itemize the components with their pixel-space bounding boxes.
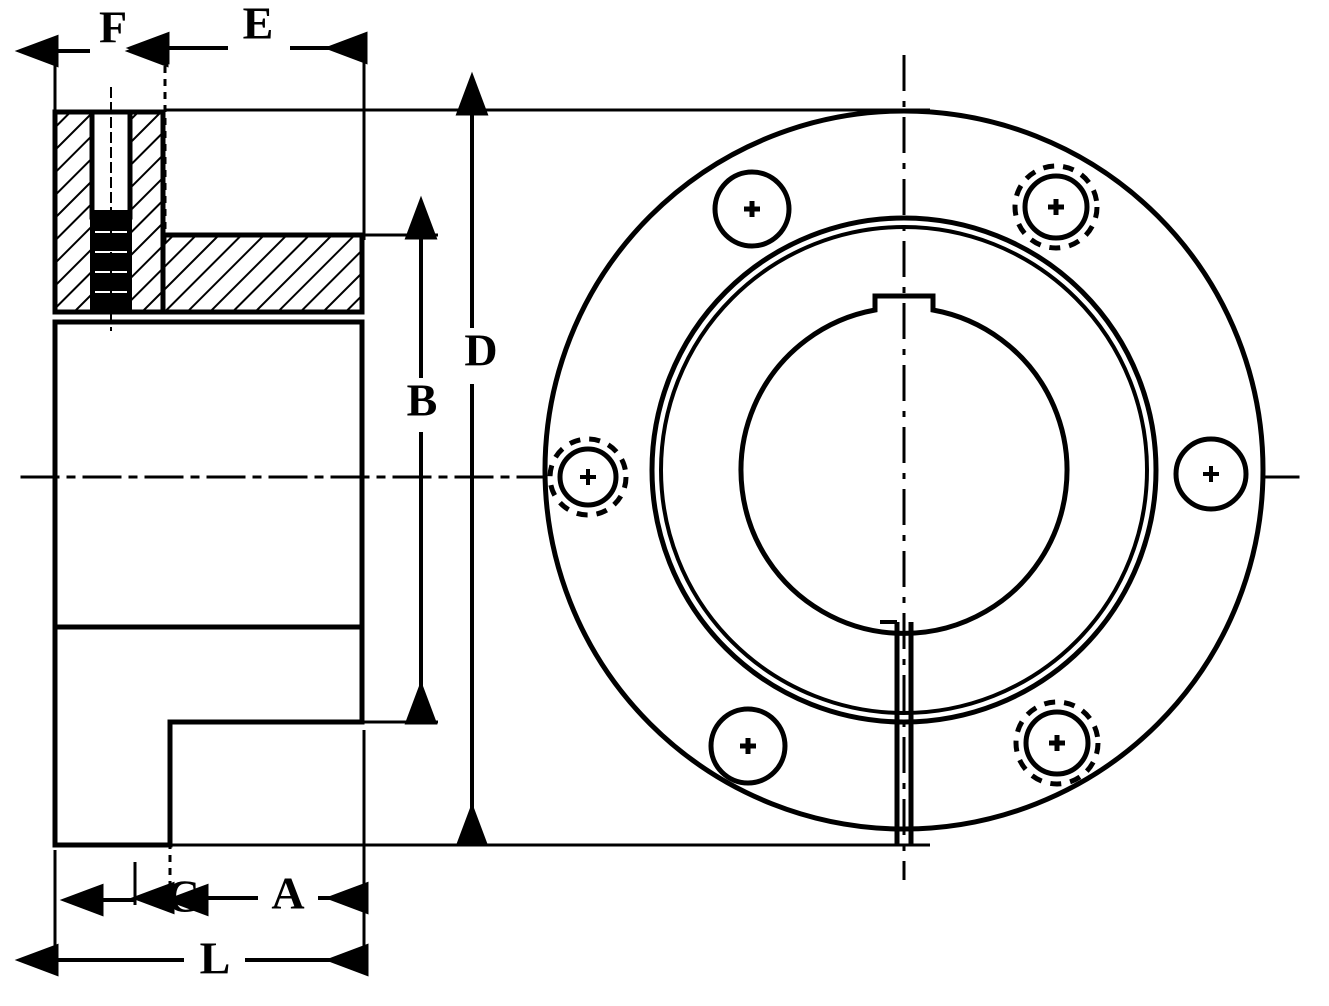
bolt-hole-upper-left — [712, 169, 792, 249]
cap-screw-bore — [89, 87, 133, 331]
bolt-hole-right — [1173, 436, 1249, 512]
bolt-hole-upper-right — [1012, 163, 1100, 251]
dimension-label-D: D — [464, 325, 497, 376]
dimension-lines — [14, 31, 489, 977]
bore-with-keyway — [738, 293, 1070, 636]
dimension-label-B: B — [407, 375, 438, 426]
dimension-label-F: F — [99, 2, 127, 53]
split-slot — [880, 620, 914, 845]
dimension-labels: F E D B C A L — [99, 0, 498, 984]
front-end-view — [542, 55, 1266, 880]
bolt-hole-group — [547, 163, 1249, 787]
dimension-label-C: C — [166, 871, 199, 922]
dimension-label-E: E — [243, 0, 274, 49]
bolt-hole-lower-right — [1013, 699, 1101, 787]
dimension-label-L: L — [200, 933, 231, 984]
dimension-label-A: A — [271, 868, 304, 919]
sectional-side-view — [20, 87, 1302, 848]
bolt-hole-left — [547, 436, 629, 518]
bolt-hole-lower-left — [708, 706, 788, 786]
